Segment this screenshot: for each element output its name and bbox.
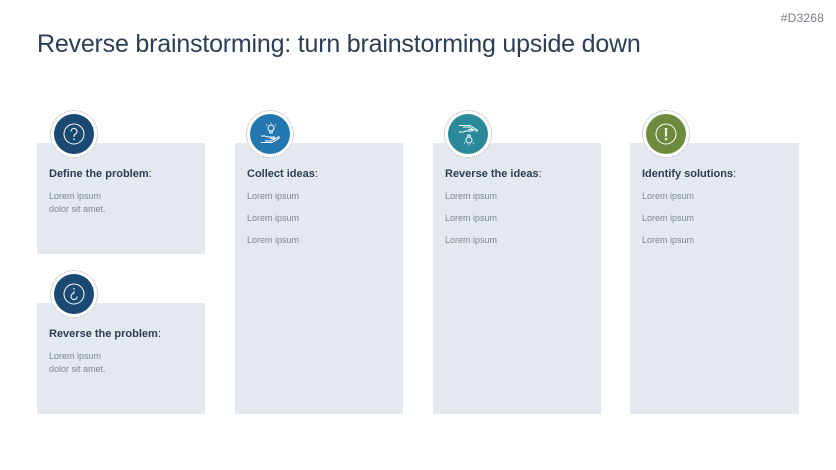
hand-lightbulb-icon bbox=[261, 122, 280, 143]
card-body: Lorem ipsum dolor sit amet. bbox=[49, 191, 106, 214]
card-title: Reverse the problem: bbox=[49, 328, 161, 340]
badge-collect-ideas bbox=[246, 110, 294, 158]
card-body: Lorem ipsum dolor sit amet. bbox=[49, 351, 106, 374]
slide-code: #D3268 bbox=[780, 11, 824, 25]
card-reverse-ideas: Reverse the ideas: Lorem ipsum Lorem ips… bbox=[433, 143, 601, 414]
card-title: Define the problem: bbox=[49, 168, 152, 180]
card-define-problem: Define the problem: Lorem ipsum dolor si… bbox=[37, 143, 205, 254]
card-title: Identify solutions: bbox=[642, 168, 737, 180]
badge-reverse-ideas bbox=[444, 110, 492, 158]
question-mark-icon bbox=[63, 123, 85, 145]
card-line: Lorem ipsum bbox=[247, 191, 300, 201]
card-title: Reverse the ideas: bbox=[445, 168, 542, 180]
exclamation-mark-icon bbox=[655, 123, 677, 145]
inverted-question-mark-icon bbox=[63, 283, 85, 305]
card-line: Lorem ipsum bbox=[247, 235, 300, 245]
card-collect-ideas: Collect ideas: Lorem ipsum Lorem ipsum L… bbox=[235, 143, 403, 414]
badge-identify-solutions bbox=[642, 110, 690, 158]
card-line: Lorem ipsum bbox=[445, 191, 498, 201]
inverted-hand-lightbulb-icon bbox=[459, 125, 478, 146]
card-title: Collect ideas: bbox=[247, 168, 318, 180]
card-line: Lorem ipsum bbox=[247, 213, 300, 223]
card-line: Lorem ipsum bbox=[642, 235, 695, 245]
badge-define-problem bbox=[50, 110, 98, 158]
card-reverse-problem: Reverse the problem: Lorem ipsum dolor s… bbox=[37, 303, 205, 414]
card-line: Lorem ipsum bbox=[445, 235, 498, 245]
card-line: Lorem ipsum bbox=[642, 213, 695, 223]
badge-reverse-problem bbox=[50, 270, 98, 318]
card-line: Lorem ipsum bbox=[642, 191, 695, 201]
card-identify-solutions: Identify solutions: Lorem ipsum Lorem ip… bbox=[630, 143, 799, 414]
slide-title: Reverse brainstorming: turn brainstormin… bbox=[37, 30, 641, 58]
card-line: Lorem ipsum bbox=[445, 213, 498, 223]
